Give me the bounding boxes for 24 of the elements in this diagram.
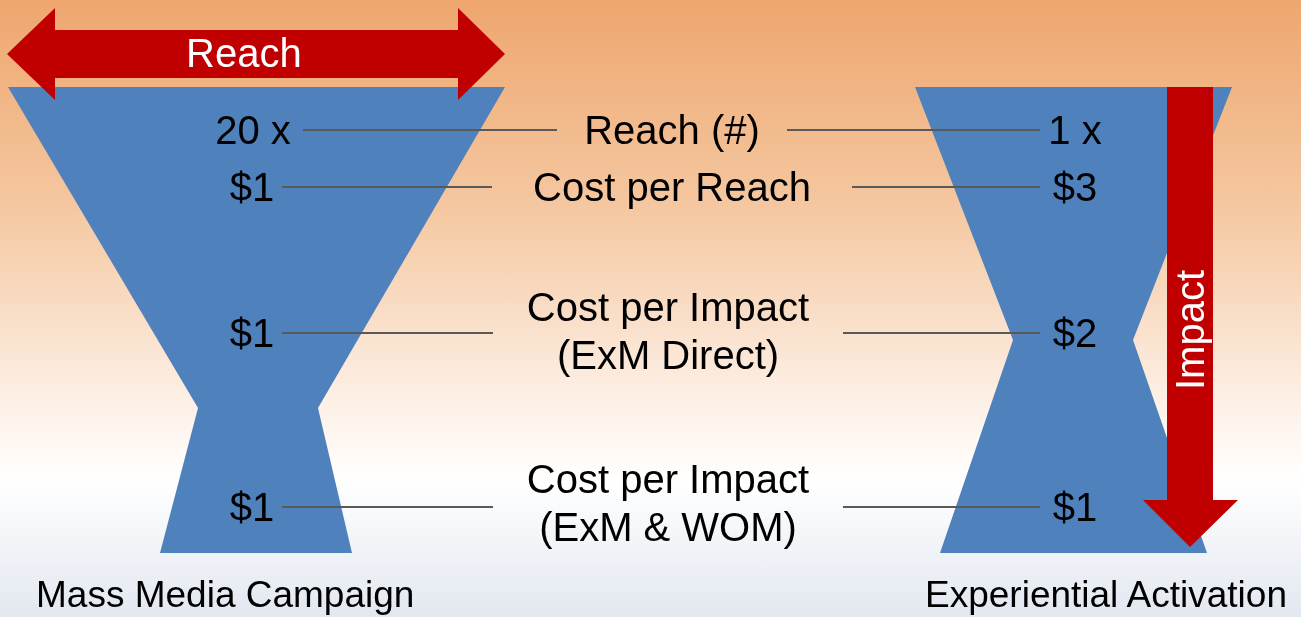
arrow-label: Reach <box>186 30 302 76</box>
value-text: Cost per Reach <box>533 164 811 211</box>
leader-line <box>281 332 494 334</box>
value-text: Cost per Impact (ExM & WOM) <box>525 456 811 551</box>
value-text: $2 <box>1052 310 1098 357</box>
leader-line <box>302 129 558 131</box>
arrow-label: Impact <box>1167 270 1213 390</box>
value-text: 1 x <box>1048 107 1102 154</box>
value-text: Cost per Impact (ExM Direct) <box>525 284 811 379</box>
value-text: $1 <box>1052 484 1098 531</box>
caption: Experiential Activation <box>925 574 1287 616</box>
leader-line <box>842 506 1041 508</box>
value-text: $1 <box>229 484 275 531</box>
value-text: $1 <box>229 310 275 357</box>
caption: Mass Media Campaign <box>36 574 415 616</box>
leader-line <box>281 186 493 188</box>
leader-line <box>786 129 1041 131</box>
leader-line <box>842 332 1041 334</box>
leader-line <box>851 186 1041 188</box>
leader-line <box>281 506 494 508</box>
value-text: 20 x <box>215 107 291 154</box>
value-text: $3 <box>1052 164 1098 211</box>
value-text: $1 <box>229 164 275 211</box>
value-text: Reach (#) <box>584 107 760 154</box>
